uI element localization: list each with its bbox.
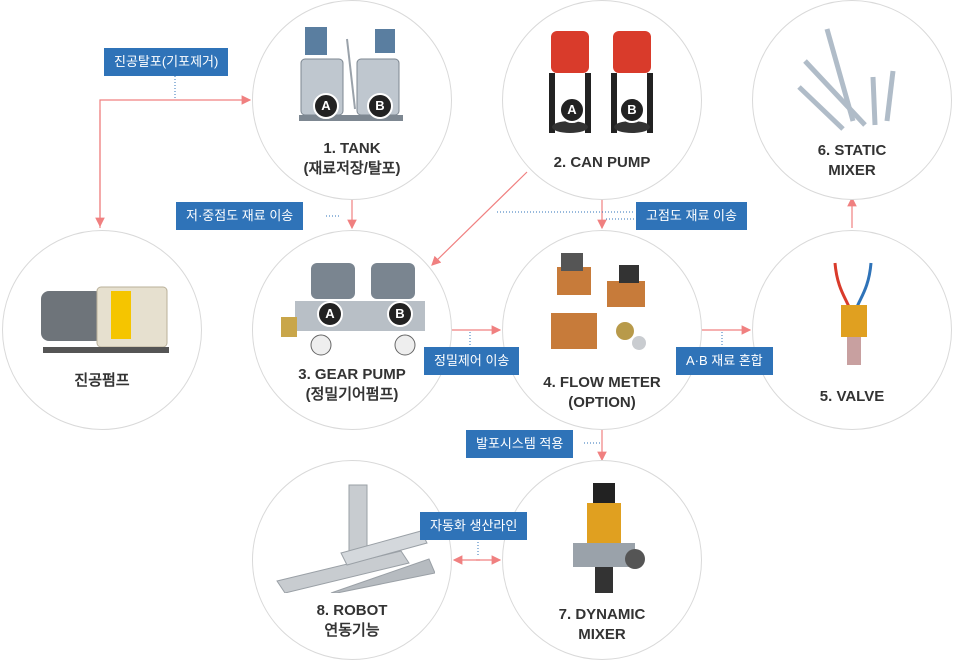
arrow-canpump-to-gearpump xyxy=(431,171,528,266)
tank-subtitle: (재료저장/탈포) xyxy=(303,160,401,177)
robot-subtitle: 연동기능 xyxy=(324,622,380,639)
tag-precision-transfer: 정밀제어 이송 xyxy=(424,347,520,375)
tag-high-transfer: 고점도 재료 이송 xyxy=(636,202,747,230)
static-mixer-subtitle: MIXER xyxy=(828,162,876,179)
dynamic-mixer-subtitle: MIXER xyxy=(578,626,626,643)
tag-automation: 자동화 생산라인 xyxy=(420,512,528,540)
badge-b: B xyxy=(619,97,645,123)
badge-a: A xyxy=(317,301,343,327)
dynamic-mixer-title: 7. DYNAMIC xyxy=(558,606,646,623)
flow-meter-title: 4. FLOW METER xyxy=(543,374,661,391)
badge-b: B xyxy=(387,301,413,327)
node-can-pump: A B 2. CAN PUMP xyxy=(502,0,702,200)
robot-title: 8. ROBOT xyxy=(316,602,388,619)
tank-label: 1. TANK (재료저장/탈포) xyxy=(253,139,451,179)
dynamic-mixer-label: 7. DYNAMIC MIXER xyxy=(503,605,701,645)
tag-low-mid-transfer: 저·중점도 재료 이송 xyxy=(176,202,304,230)
node-static-mixer: 6. STATIC MIXER xyxy=(752,0,952,200)
valve-image xyxy=(833,262,873,365)
gear-pump-title: 3. GEAR PUMP xyxy=(298,366,406,383)
node-valve: 5. VALVE xyxy=(752,230,952,430)
static-mixer-label: 6. STATIC MIXER xyxy=(753,141,951,181)
node-vacuum-pump: 진공펌프 xyxy=(2,230,202,430)
node-dynamic-mixer: 7. DYNAMIC MIXER xyxy=(502,460,702,660)
node-gear-pump: A B 3. GEAR PUMP (정밀기어펌프) xyxy=(252,230,452,430)
dynamic-mixer-image xyxy=(573,483,645,593)
can-pump-label: 2. CAN PUMP xyxy=(503,153,701,173)
robot-image xyxy=(276,484,435,593)
badge-a: A xyxy=(313,93,339,119)
vacuum-pump-label: 진공펌프 xyxy=(3,371,201,391)
can-pump-title: 2. CAN PUMP xyxy=(553,154,651,171)
badge-b: B xyxy=(367,93,393,119)
static-mixer-image xyxy=(797,28,896,131)
tank-title: 1. TANK xyxy=(323,140,381,157)
static-mixer-title: 6. STATIC xyxy=(817,142,887,159)
gear-pump-subtitle: (정밀기어펌프) xyxy=(305,386,399,403)
vacuum-pump-title: 진공펌프 xyxy=(74,372,130,389)
tag-degas: 진공탈포(기포제거) xyxy=(104,48,229,76)
node-tank: A B 1. TANK (재료저장/탈포) xyxy=(252,0,452,200)
tag-ab-mix: A·B 재료 혼합 xyxy=(676,347,773,375)
flow-meter-image xyxy=(551,253,646,350)
robot-label: 8. ROBOT 연동기능 xyxy=(253,601,451,641)
flow-meter-subtitle: (OPTION) xyxy=(568,394,636,411)
tank-image xyxy=(299,27,403,121)
node-flow-meter: 4. FLOW METER (OPTION) xyxy=(502,230,702,430)
valve-label: 5. VALVE xyxy=(753,387,951,407)
can-pump-image xyxy=(549,31,653,133)
tag-foam-system: 발포시스템 적용 xyxy=(466,430,574,458)
valve-title: 5. VALVE xyxy=(819,388,885,405)
badge-a: A xyxy=(559,97,585,123)
vacuum-pump-image xyxy=(41,286,169,353)
flow-meter-label: 4. FLOW METER (OPTION) xyxy=(503,373,701,413)
node-robot: 8. ROBOT 연동기능 xyxy=(252,460,452,660)
gear-pump-label: 3. GEAR PUMP (정밀기어펌프) xyxy=(253,365,451,405)
